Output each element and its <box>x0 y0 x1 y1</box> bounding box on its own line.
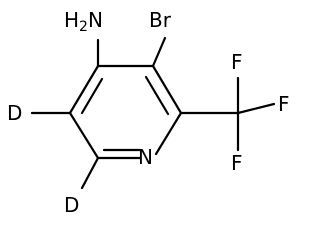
molecule-diagram: H2N Br N D D F F F <box>7 8 290 217</box>
bond-c6-d <box>80 156 100 190</box>
deuterium-label-c6: D <box>64 193 79 217</box>
amine-subscript: 2 <box>79 19 88 35</box>
double-bond-inner-c3-c2 <box>144 75 170 116</box>
fluorine-label-right: F <box>278 92 290 116</box>
bond-c6-c5 <box>68 111 100 160</box>
bond-c3-c2 <box>151 64 183 115</box>
double-bond-inner-c5-c4 <box>80 77 104 115</box>
fluorine-label-bottom: F <box>231 151 243 175</box>
amine-label: H2N <box>64 8 103 35</box>
deuterium-label-c5: D <box>7 101 22 125</box>
bond-cf3-f-right <box>236 102 276 115</box>
bond-c2-n <box>154 111 183 156</box>
ring-nitrogen-label: N <box>138 145 153 169</box>
bond-c5-c4 <box>68 64 100 115</box>
fluorine-label-top: F <box>231 50 243 74</box>
bromine-label: Br <box>149 8 172 32</box>
bond-c3-br <box>151 36 167 68</box>
amine-n: N <box>88 8 103 32</box>
amine-h: H <box>64 8 79 32</box>
